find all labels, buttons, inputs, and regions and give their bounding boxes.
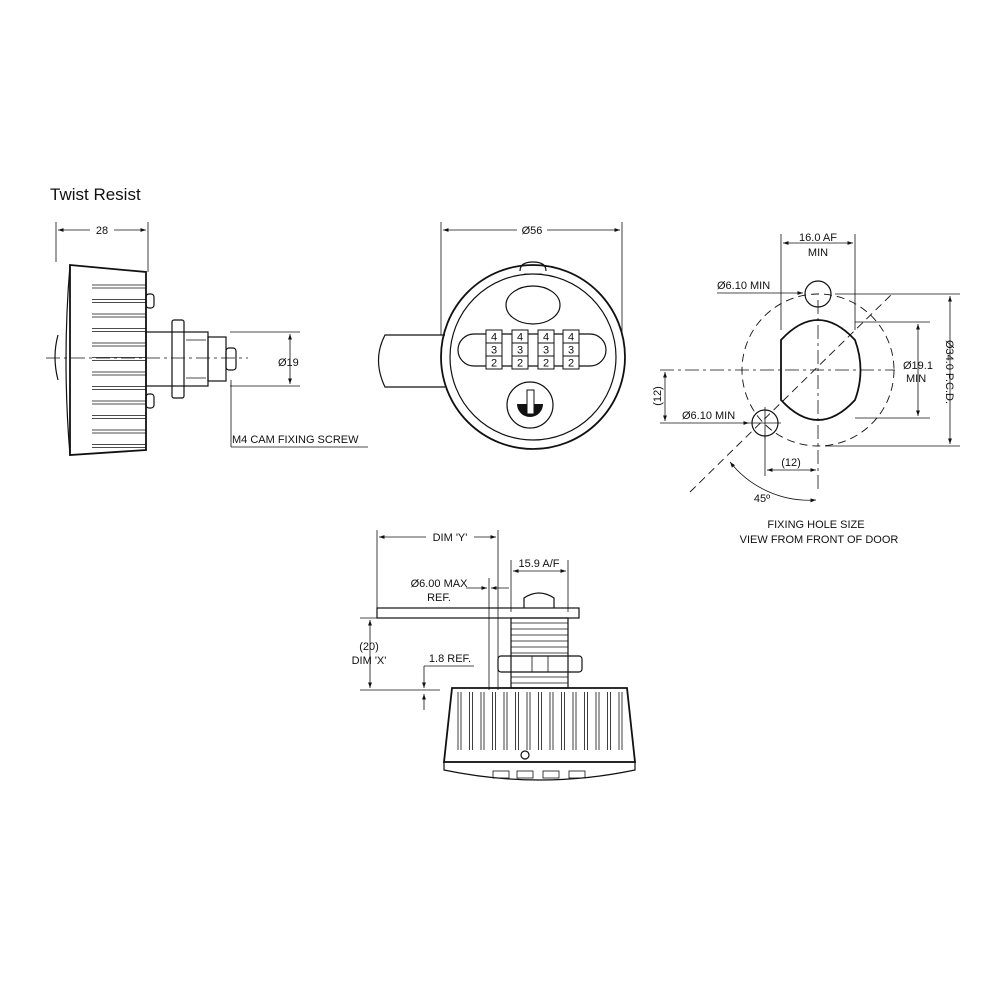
bottom-af-label: 15.9 A/F [519, 558, 560, 570]
hole-bottom-label: Ø6.10 MIN [682, 410, 735, 422]
base-slot [492, 770, 510, 779]
dial-digit: 4 [491, 332, 497, 344]
bore-label: Ø19.1 [903, 360, 933, 372]
bottom-view: DIM 'Y' 15.9 A/F Ø6.00 MAX REF. (20) DIM… [352, 530, 637, 781]
hole-caption-2: VIEW FROM FRONT OF DOOR [740, 534, 899, 546]
dial-digit: 4 [543, 332, 549, 344]
ref-label: 1.8 REF. [429, 653, 471, 665]
side-view: 28 Ø19 M4 CAM FIXING SCREW [46, 222, 368, 456]
screw-label: M4 CAM FIXING SCREW [232, 434, 359, 446]
dial-cell [511, 355, 529, 370]
dial-cell [537, 355, 555, 370]
dial-digit: 4 [517, 332, 523, 344]
dial-digit: 3 [517, 345, 523, 357]
dial-digit: 3 [543, 345, 549, 357]
hole-caption-1: FIXING HOLE SIZE [767, 519, 864, 531]
dim-x-value: (20) [359, 641, 379, 653]
angle-label: 45º [754, 493, 770, 505]
front-diameter-label: Ø56 [522, 225, 543, 237]
bore-label-2: MIN [906, 373, 926, 385]
base-slot [542, 770, 560, 779]
dial-digit: 3 [491, 345, 497, 357]
pin-label-2: REF. [427, 592, 451, 604]
pcd-label: Ø34.0 P.C.D. [943, 340, 955, 404]
dim-y-label: DIM 'Y' [433, 532, 468, 544]
dim-x-label: DIM 'X' [352, 655, 387, 667]
dial-digit: 4 [568, 332, 574, 344]
dial-digit: 2 [517, 358, 523, 370]
hole-af-label-2: MIN [808, 247, 828, 259]
pin-label: Ø6.00 MAX [411, 578, 469, 590]
dial-digit: 2 [491, 358, 497, 370]
dial-cell [562, 355, 580, 370]
offset-vertical-label: (12) [652, 386, 664, 406]
hole-top-label: Ø6.10 MIN [717, 280, 770, 292]
dial-digit: 2 [568, 358, 574, 370]
base-slot [568, 770, 586, 779]
drawing-title: Twist Resist [50, 185, 141, 204]
dial-digit: 3 [568, 345, 574, 357]
base-slot [516, 770, 534, 779]
hole-af-label: 16.0 AF [799, 232, 837, 244]
side-width-label: 28 [96, 225, 108, 237]
fixing-hole-view: 16.0 AF MIN Ø6.10 MIN Ø6.10 MIN (12) (12… [652, 232, 960, 546]
dial-cell [485, 355, 503, 370]
dial-digit: 2 [543, 358, 549, 370]
side-diameter-label: Ø19 [278, 357, 299, 369]
offset-horizontal-label: (12) [781, 457, 801, 469]
